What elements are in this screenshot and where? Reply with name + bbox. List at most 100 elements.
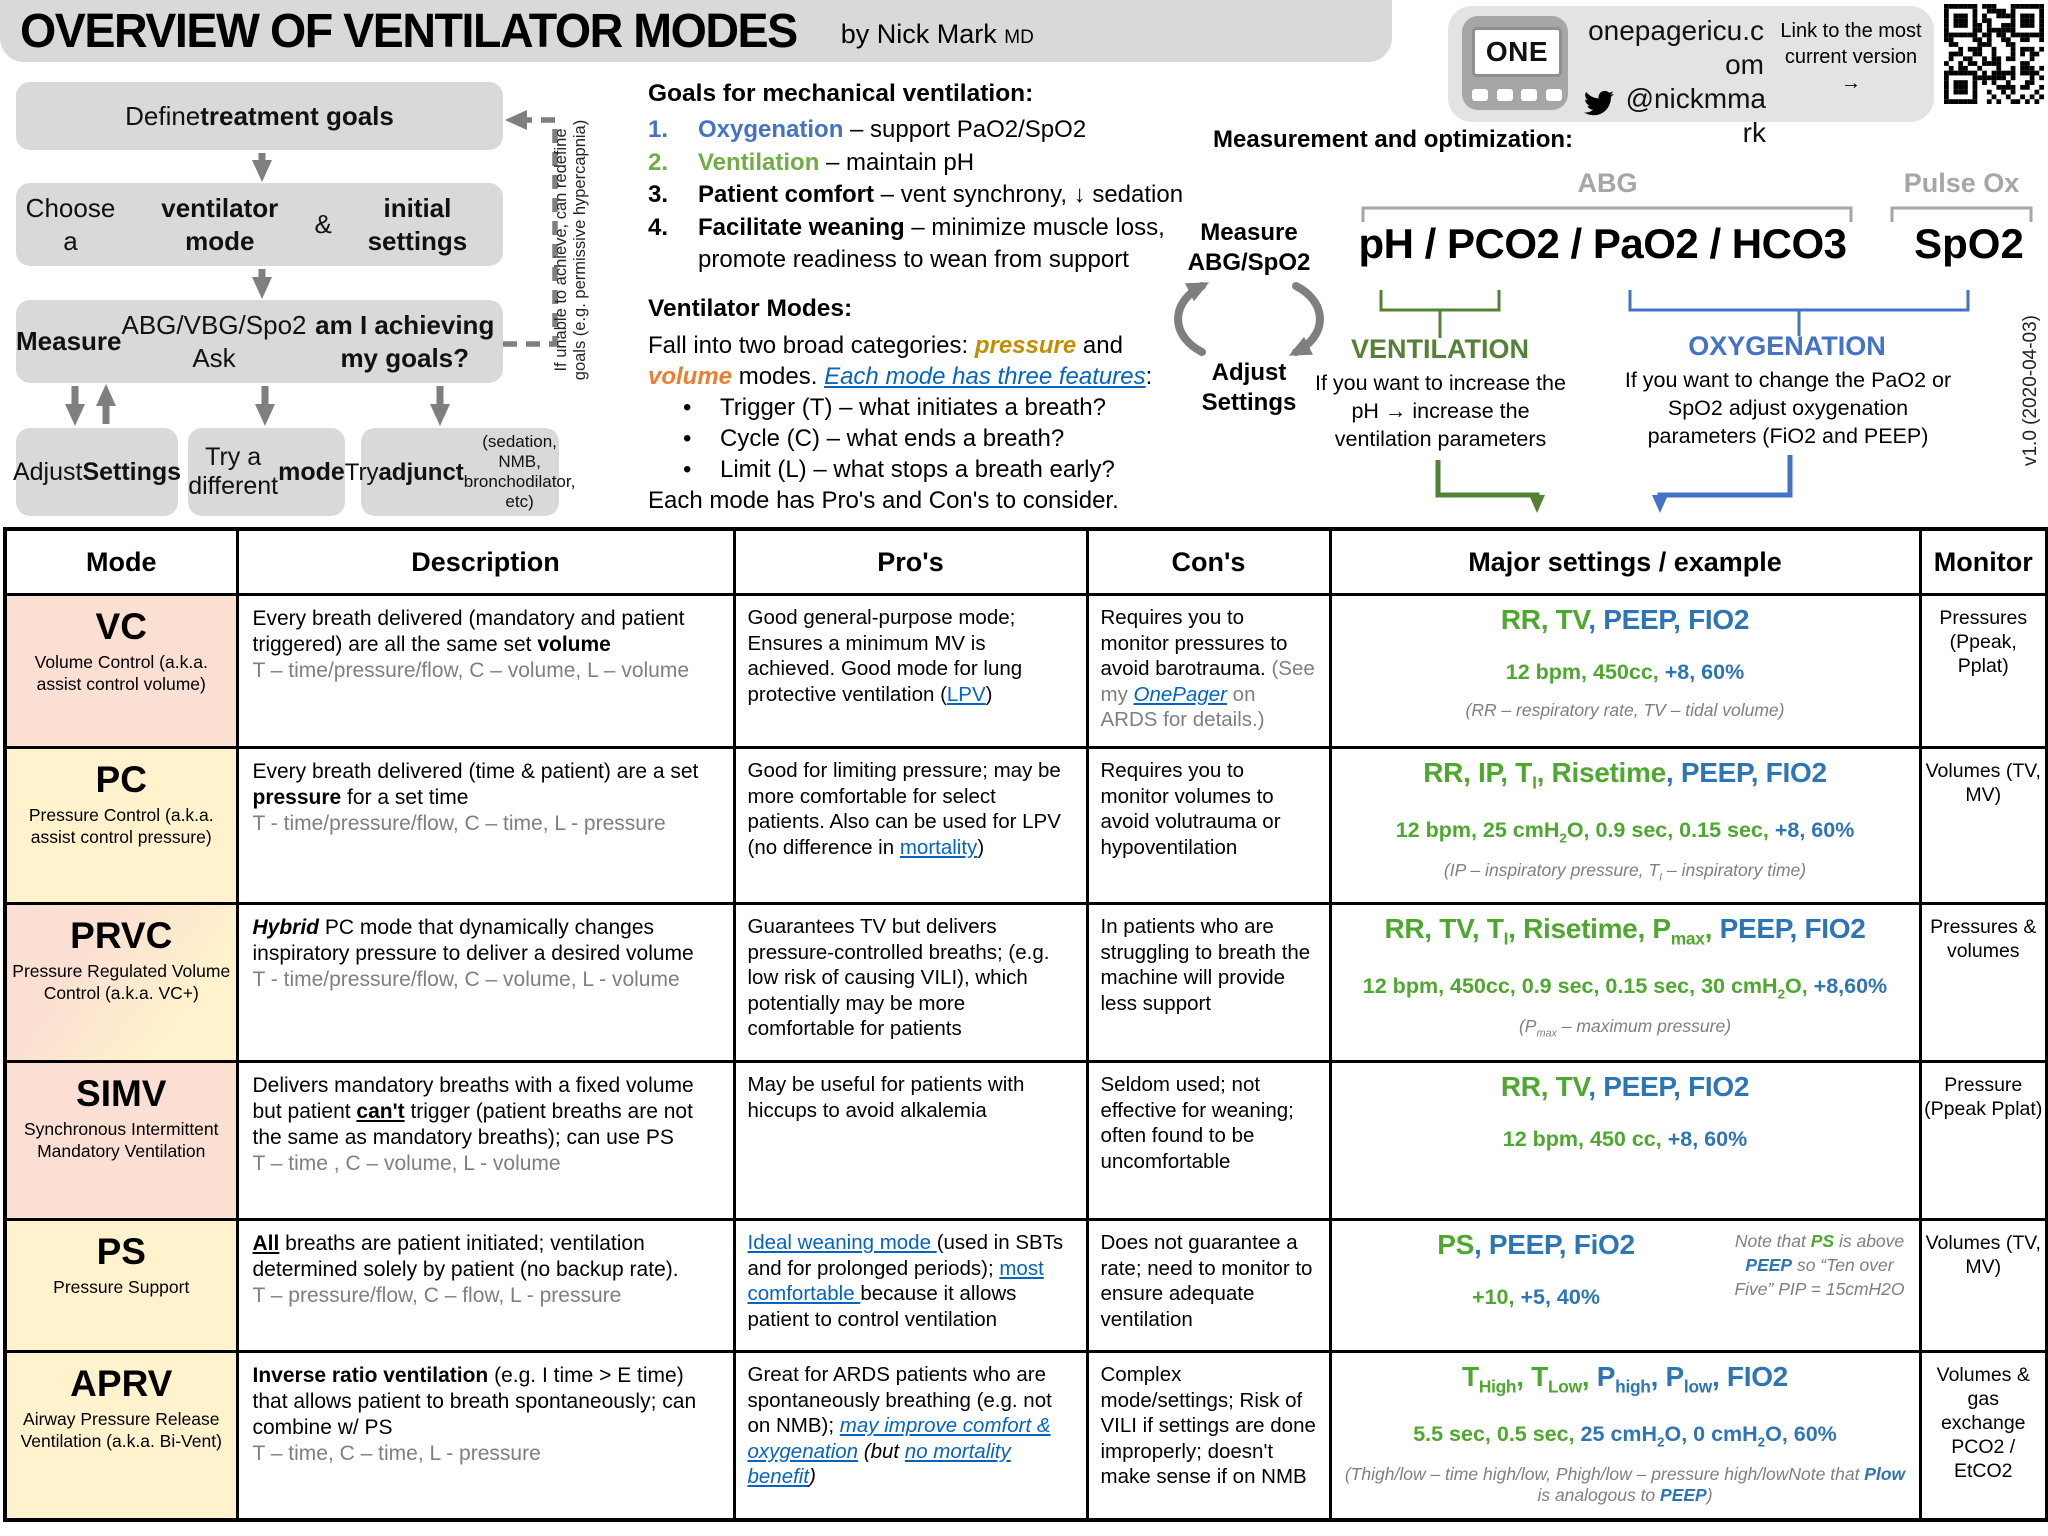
settings-parameters: RR, TV, PEEP, FIO2 <box>1500 1071 1750 1102</box>
monitor-cell: Pressures & volumes <box>1918 902 2048 1063</box>
hyperlink[interactable]: may improve comfort & oxygenation <box>747 1414 1051 1463</box>
ventilation-title: VENTILATION <box>1351 334 1529 364</box>
description-text: Hybrid PC mode that dynamically changes … <box>252 916 694 965</box>
settings-cell: PS, PEEP, FiO2 +10, +5, 40% Note that PS… <box>1328 1218 1922 1353</box>
description-cell: Every breath delivered (time & patient) … <box>235 746 736 905</box>
hyperlink[interactable]: no mortality benefit <box>747 1439 1011 1489</box>
description-cell: All breaths are patient initiated; venti… <box>235 1218 736 1353</box>
table-row: PRVC Pressure Regulated Volume Control (… <box>3 902 2048 1063</box>
pros-cell: Good general-purpose mode; Ensures a min… <box>732 593 1089 749</box>
flow-step-define-goals: Define treatment goals <box>16 82 503 150</box>
settings-cell: THigh, TLow, Phigh, Plow, FIO2 5.5 sec, … <box>1328 1350 1922 1521</box>
settings-cell: RR, TV, PEEP, FIO2 12 bpm, 450 cc, +8, 6… <box>1328 1060 1922 1221</box>
col-header-settings: Major settings / example <box>1328 527 1922 596</box>
version-label: v1.0 (2020-04-03) <box>2020 314 2041 467</box>
settings-cell: RR, TV, PEEP, FIO2 12 bpm, 450cc, +8, 60… <box>1328 593 1922 749</box>
hyperlink[interactable]: LPV <box>946 682 986 706</box>
qr-code[interactable] <box>1944 4 2044 104</box>
hyperlink[interactable]: mortality <box>899 835 978 859</box>
feature-bullet: •Trigger (T) – what initiates a breath? <box>683 394 1106 421</box>
pros-cell: Good for limiting pressure; may be more … <box>732 746 1089 905</box>
settings-footnote: (IP – inspiratory pressure, TI – inspira… <box>1443 859 1807 884</box>
goal-item: 3.Patient comfort – vent synchrony, ↓ se… <box>648 181 1184 208</box>
table-row: PC Pressure Control (a.k.a. assist contr… <box>3 746 2048 905</box>
trigger-cycle-limit-text: T - time/pressure/flow, C – time, L - pr… <box>252 812 666 835</box>
goal-item: 2.Ventilation – maintain pH <box>648 148 975 176</box>
mode-cell: SIMV Synchronous Intermittent Mandatory … <box>3 1060 239 1221</box>
settings-parameters: RR, TV, TI, Risetime, Pmax, PEEP, FIO2 <box>1384 913 1866 949</box>
ventilator-modes-section: Ventilator Modes: Fall into two broad ca… <box>648 293 1196 516</box>
pros-cell: Guarantees TV but delivers pressure-cont… <box>732 902 1089 1063</box>
description-cell: Hybrid PC mode that dynamically changes … <box>235 902 736 1063</box>
settings-side-note: Note that PS is above PEEP so “Ten over … <box>1734 1231 1905 1299</box>
redefine-goals-feedback-arrow <box>503 110 558 347</box>
modes-closing-line: Each mode has Pro's and Con's to conside… <box>648 487 1119 514</box>
description-text: All breaths are patient initiated; venti… <box>252 1232 679 1281</box>
abg-group-label: ABG <box>1577 168 1638 198</box>
cons-cell: Seldom used; not effective for weaning; … <box>1085 1060 1332 1221</box>
goals-section: Goals for mechanical ventilation: 1.Oxyg… <box>648 80 1208 277</box>
ventilation-bracket <box>1379 290 1501 338</box>
twitter-handle[interactable]: @nickmmark <box>1625 83 1766 148</box>
monitor-cell: Volumes & gas exchange PCO2 / EtCO2 <box>1918 1350 2048 1521</box>
ventilator-modes-heading: Ventilator Modes: <box>648 295 853 322</box>
trigger-cycle-limit-text: T – time , C – volume, L - volume <box>252 1152 561 1175</box>
flow-step-choose-mode: Choose a ventilator mode & initial setti… <box>16 183 503 266</box>
mode-abbreviation: SIMV <box>76 1073 167 1114</box>
mode-abbreviation: PS <box>96 1231 146 1272</box>
oxygenation-to-table-arrow <box>1652 455 1793 513</box>
mode-abbreviation: APRV <box>70 1363 173 1404</box>
mode-full-name: Pressure Support <box>53 1277 190 1297</box>
oxygenation-bracket <box>1628 290 1970 336</box>
settings-parameters: RR, IP, TI, Risetime, PEEP, FIO2 <box>1423 757 1827 793</box>
hyperlink[interactable]: Ideal weaning mode <box>747 1231 937 1254</box>
cons-cell: Complex mode/settings; Risk of VILI if s… <box>1085 1350 1332 1521</box>
goal-item: 1.Oxygenation – support PaO2/SpO2 <box>648 116 1087 143</box>
description-cell: Inverse ratio ventilation (e.g. I time >… <box>235 1350 736 1521</box>
cons-cell: In patients who are struggling to breath… <box>1085 902 1332 1063</box>
settings-example-values: 5.5 sec, 0.5 sec, 25 cmH2O, 0 cmH2O, 60% <box>1413 1421 1837 1449</box>
ventilator-modes-table: Mode Description Pro's Con's Major setti… <box>3 527 2048 1522</box>
table-row: SIMV Synchronous Intermittent Mandatory … <box>3 1060 2048 1221</box>
trigger-cycle-limit-text: T – time/pressure/flow, C – volume, L – … <box>252 659 690 682</box>
settings-parameters: PS, PEEP, FiO2 <box>1437 1229 1635 1260</box>
cons-cell: Requires you to monitor volumes to avoid… <box>1085 746 1332 905</box>
onepager-logo-icon: ONE <box>1462 16 1568 110</box>
table-row: APRV Airway Pressure Release Ventilation… <box>3 1350 2048 1521</box>
oxygenation-title: OXYGENATION <box>1688 331 1886 361</box>
description-cell: Every breath delivered (mandatory and pa… <box>235 593 736 749</box>
settings-example-values: 12 bpm, 450cc, +8, 60% <box>1505 660 1745 684</box>
website-link[interactable]: onepagericu.com <box>1588 15 1764 80</box>
ventilation-explanation: If you want to increase the pH → increas… <box>1315 371 1566 451</box>
qr-caption: Link to the most current version → <box>1780 20 1922 94</box>
pulse-ox-group-label: Pulse Ox <box>1903 168 2020 198</box>
measure-adjust-cycle-arrows <box>1174 282 1324 356</box>
settings-cell: RR, TV, TI, Risetime, Pmax, PEEP, FIO2 1… <box>1328 902 1922 1063</box>
monitor-cell: Pressures (Ppeak, Pplat) <box>1918 593 2048 749</box>
mode-abbreviation: PC <box>95 759 147 800</box>
mode-full-name: Volume Control (a.k.a. assist control vo… <box>34 652 208 694</box>
trigger-cycle-limit-text: T – time, C – time, L - pressure <box>252 1442 541 1465</box>
hyperlink[interactable]: most comfortable <box>747 1256 1044 1306</box>
mode-cell: PRVC Pressure Regulated Volume Control (… <box>3 902 239 1063</box>
col-header-mode: Mode <box>3 527 239 596</box>
trigger-cycle-limit-text: T – pressure/flow, C – flow, L - pressur… <box>252 1284 622 1307</box>
hyperlink[interactable]: Each mode has three features <box>824 363 1146 390</box>
cons-cell: Requires you to monitor pressures to avo… <box>1085 593 1332 749</box>
branding-box: ONE onepagericu.com @nickmmark Link to t… <box>1448 6 1934 148</box>
settings-footnote: (Pmax – maximum pressure) <box>1518 1015 1732 1040</box>
mode-cell: APRV Airway Pressure Release Ventilation… <box>3 1350 239 1521</box>
settings-example-values: +10, +5, 40% <box>1472 1285 1600 1309</box>
mode-cell: PC Pressure Control (a.k.a. assist contr… <box>3 746 239 905</box>
mode-full-name: Airway Pressure Release Ventilation (a.k… <box>20 1409 222 1451</box>
monitor-cell: Volumes (TV, MV) <box>1918 746 2048 905</box>
hyperlink[interactable]: OnePager <box>1133 682 1227 706</box>
settings-example-values: 12 bpm, 25 cmH2O, 0.9 sec, 0.15 sec, +8,… <box>1395 817 1855 845</box>
table-header-row: Mode Description Pro's Con's Major setti… <box>3 527 2048 596</box>
mode-full-name: Pressure Control (a.k.a. assist control … <box>28 805 214 847</box>
flow-step-try-adjunct: Try adjunct(sedation, NMB,bronchodilator… <box>345 428 575 516</box>
